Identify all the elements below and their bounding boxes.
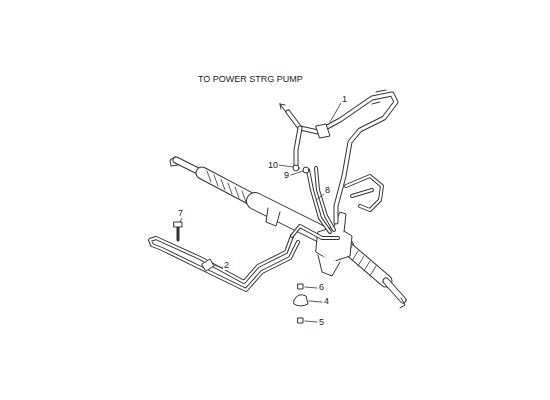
callout-number: 10 (267, 161, 279, 170)
drawing-stroke (296, 128, 300, 166)
drawing-stroke (305, 321, 317, 322)
callout-number: 4 (323, 297, 330, 306)
note-label: TO POWER STRG PUMP (197, 75, 304, 84)
drawing-stroke (305, 287, 317, 288)
callout-number: 5 (318, 318, 325, 327)
callout-number: 6 (318, 283, 325, 292)
drawing-stroke (386, 281, 403, 300)
callout-number: 2 (223, 261, 230, 270)
drawing-stroke (280, 104, 286, 112)
steering-rack (170, 157, 405, 308)
drawing-stroke (150, 236, 298, 290)
callout-number: 9 (283, 171, 290, 180)
drawing-stroke (346, 176, 382, 210)
drawing-stroke (170, 157, 178, 166)
drawing-stroke (174, 222, 182, 227)
o-ring (293, 165, 299, 171)
drawing-stroke (309, 301, 322, 302)
drawing-stroke (298, 284, 303, 289)
drawing-stroke (346, 176, 382, 210)
callout-number: 1 (341, 95, 348, 104)
drawing-stroke (207, 171, 246, 202)
drawing-stroke (330, 103, 341, 122)
drawing-stroke (150, 90, 405, 323)
drawing-stroke (296, 128, 300, 166)
drawing-stroke (316, 168, 334, 230)
leader-lines (180, 103, 341, 322)
drawing-stroke (400, 298, 405, 308)
drawing-stroke (386, 281, 403, 300)
drawing-stroke (291, 171, 303, 175)
return-tube (150, 226, 338, 290)
drawing-stroke (294, 295, 308, 306)
drawing-stroke (177, 226, 180, 240)
drawing-stroke (316, 168, 334, 230)
drawing-stroke (372, 90, 386, 104)
drawing-stroke (150, 236, 298, 290)
drawing-stroke (318, 255, 340, 276)
drawing-stroke (298, 318, 303, 323)
callout-number: 7 (177, 209, 184, 218)
o-ring (303, 167, 309, 173)
drawing-stroke (266, 208, 280, 226)
drawing-stroke (345, 246, 386, 281)
drawing-stroke (214, 265, 223, 268)
feed-tubes (308, 168, 382, 232)
drawing-stroke (202, 259, 214, 271)
drawing-stroke (288, 94, 396, 222)
clamp-set (294, 284, 308, 323)
callout-number: 8 (324, 186, 331, 195)
pressure-hose (280, 90, 396, 222)
drawing-stroke (316, 124, 330, 138)
drawing-stroke (278, 165, 293, 167)
drawing-stroke (345, 246, 386, 281)
drawing-stroke (288, 94, 396, 222)
bolt (174, 222, 182, 240)
